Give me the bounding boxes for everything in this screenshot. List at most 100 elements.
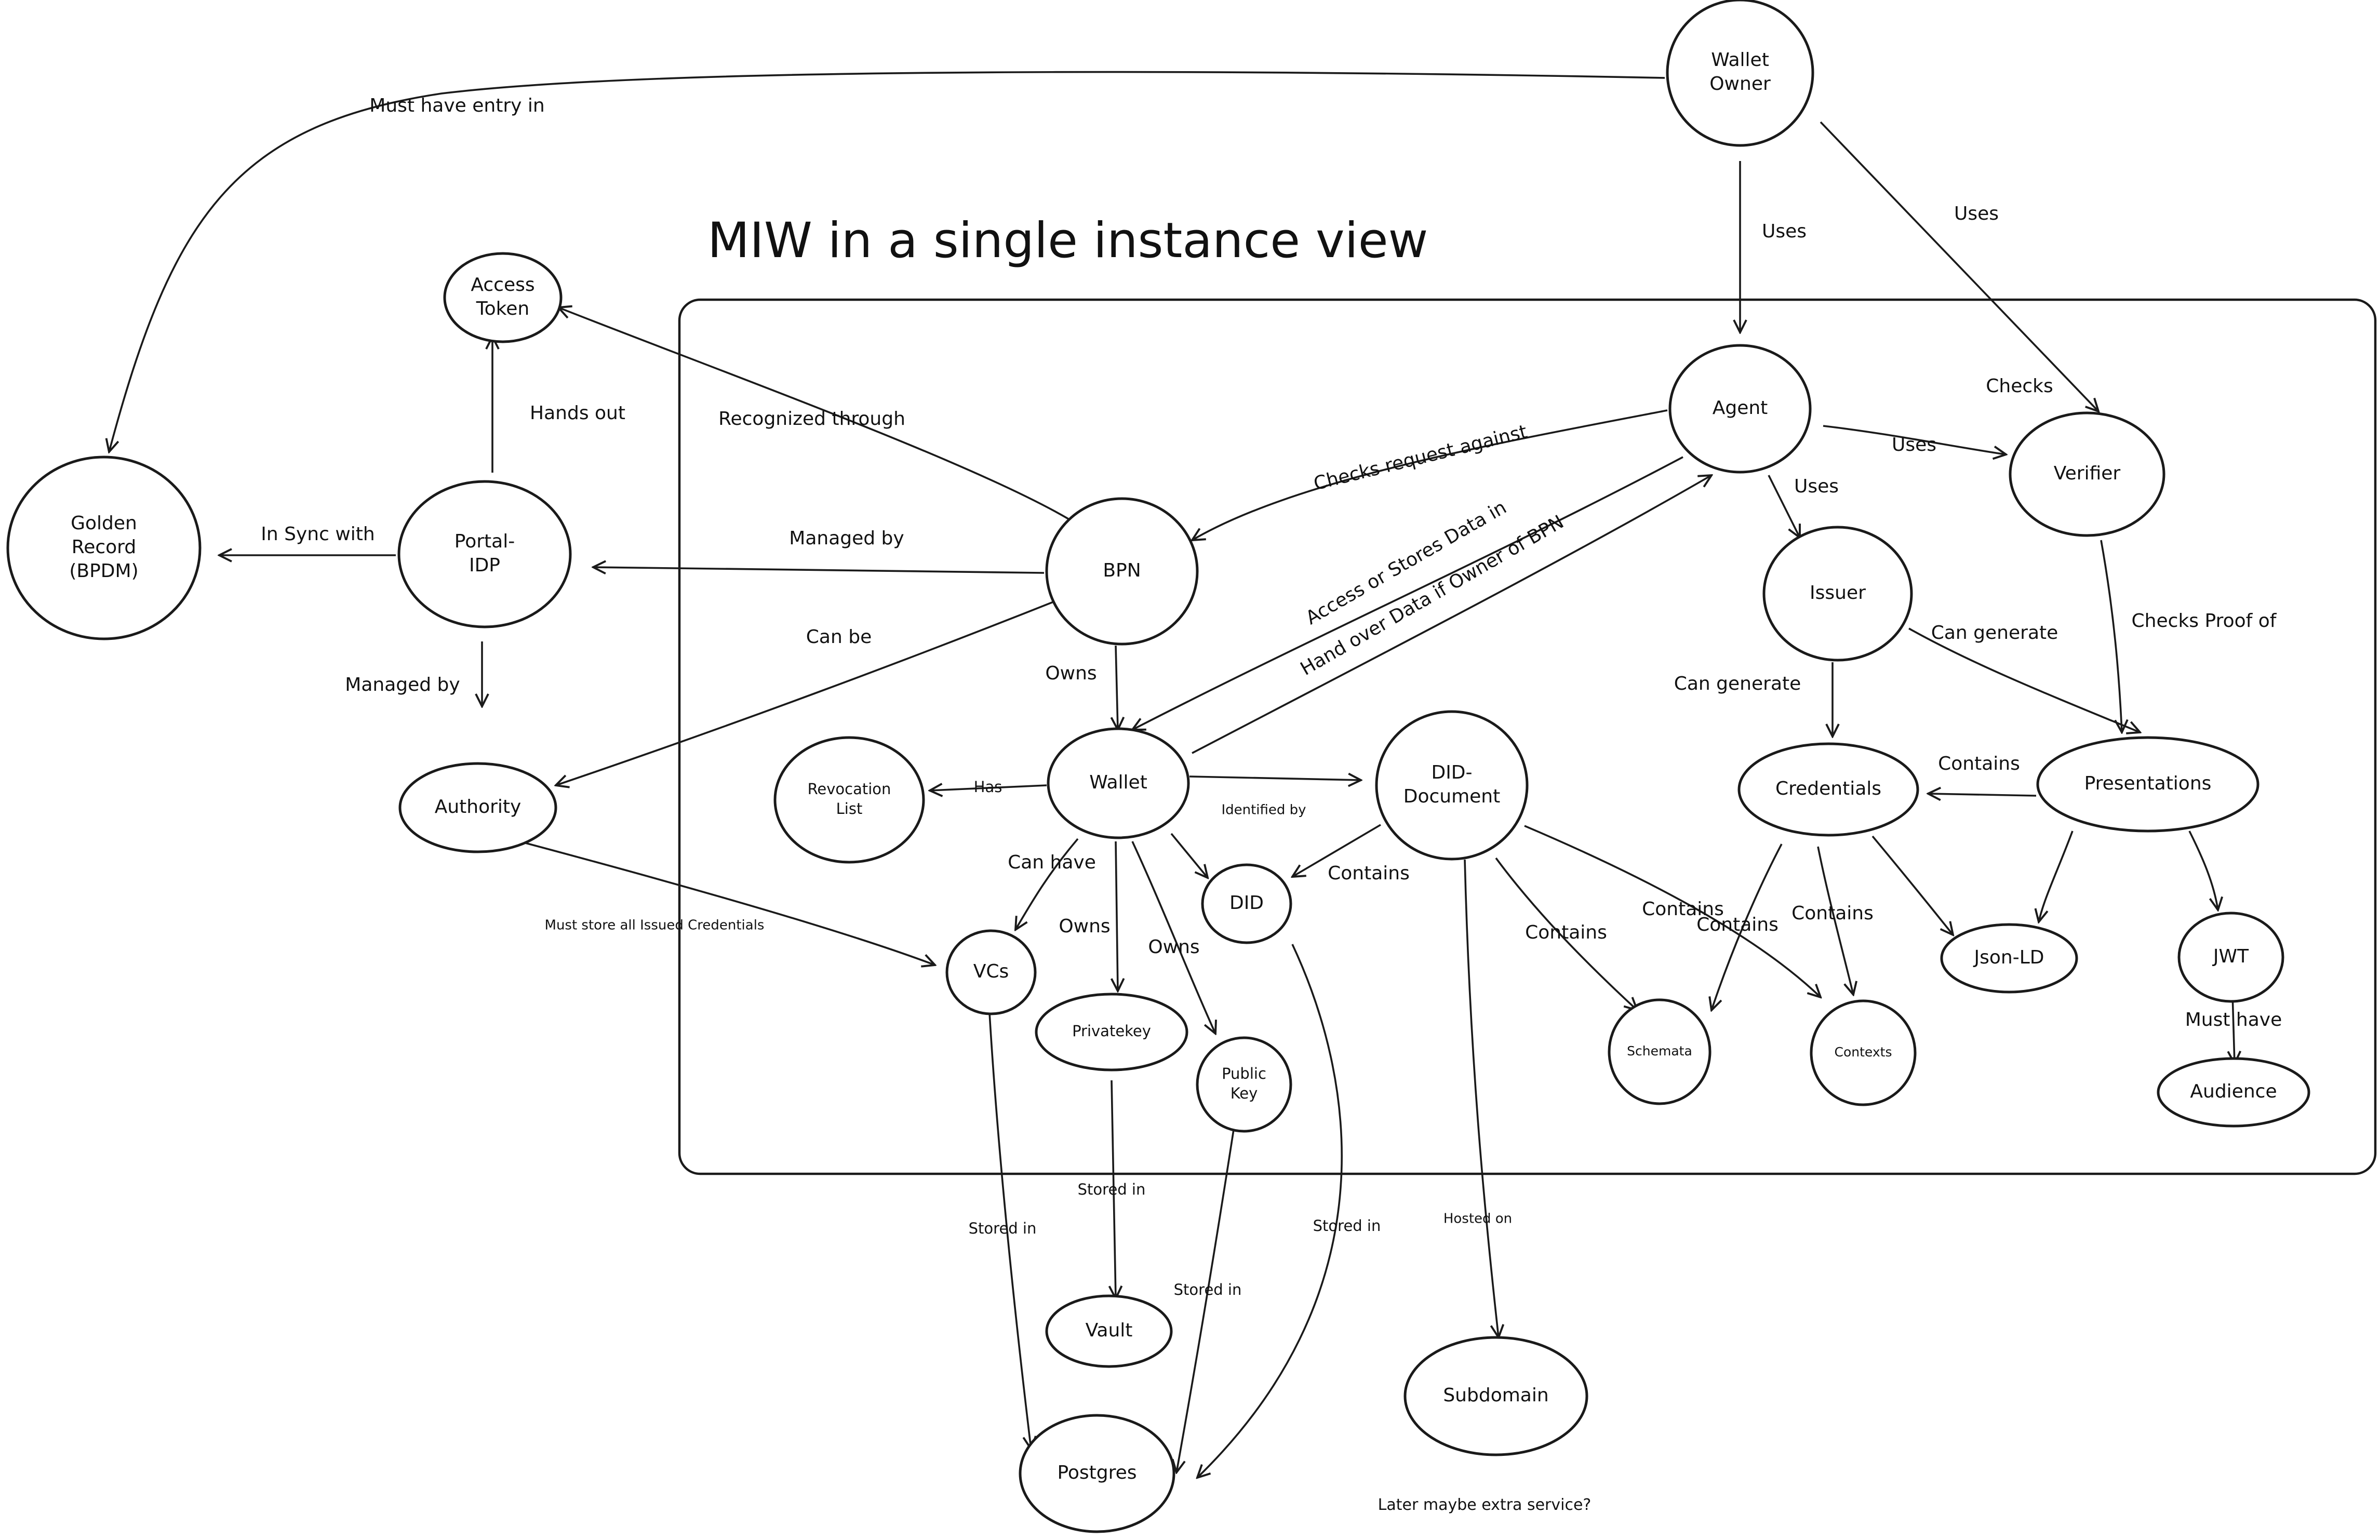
wallet-owner-label-line: Wallet	[1711, 49, 1769, 71]
label-hands-out: Hands out	[530, 403, 625, 424]
edge-authority-vcs	[519, 840, 935, 965]
label-uses-agent-issuer: Uses	[1794, 476, 1839, 497]
edge-bpn-authority	[556, 595, 1068, 785]
node-postgres[interactable]: Postgres	[1019, 1414, 1175, 1533]
edge-bpn-portal	[593, 567, 1045, 573]
node-portal-idp[interactable]: Portal-IDP	[397, 480, 572, 628]
node-jwt[interactable]: JWT	[2177, 912, 2284, 1003]
edge-owner-golden-record	[109, 71, 1665, 452]
audience-label-line: Audience	[2190, 1081, 2277, 1102]
did-document-label-line: DID-	[1431, 762, 1472, 783]
label-hosted-on: Hosted on	[1443, 1211, 1512, 1227]
label-can-have: Can have	[1008, 852, 1096, 873]
node-issuer[interactable]: Issuer	[1762, 526, 1913, 662]
edge-verifier-presentations	[2100, 540, 2122, 732]
node-credentials[interactable]: Credentials	[1737, 742, 1919, 837]
vault-label-line: Vault	[1086, 1320, 1133, 1341]
node-wallet[interactable]: Wallet	[1047, 727, 1190, 839]
label-checks: Checks	[1986, 376, 2053, 397]
edge-vcs-postgres	[988, 1012, 1031, 1449]
label-uses-owner-agent: Uses	[1762, 221, 1807, 242]
revocation-list-label-line: Revocation	[808, 780, 891, 798]
authority-label-line: Authority	[435, 796, 522, 818]
edge-wallet-did-document	[1189, 776, 1361, 780]
label-identified-by: Identified by	[1221, 802, 1306, 818]
contexts-label-line: Contexts	[1835, 1044, 1892, 1060]
node-did[interactable]: DID	[1201, 863, 1292, 944]
presentations-label-line: Presentations	[2084, 773, 2212, 794]
golden-record-label-line: Record	[72, 537, 136, 558]
future-service-note: Later maybe extra service?	[1378, 1496, 1592, 1514]
credentials-label-line: Credentials	[1775, 778, 1881, 799]
node-json-ld[interactable]: Json-LD	[1940, 923, 2078, 994]
edge-public-key-postgres	[1176, 1129, 1235, 1472]
node-subdomain[interactable]: Subdomain	[1403, 1336, 1588, 1456]
label-can-generate-presentations: Can generate	[1931, 622, 2058, 644]
wallet-owner-label-line: Owner	[1709, 73, 1771, 95]
label-can-generate-credentials: Can generate	[1674, 673, 1801, 694]
label-owns-privatekey: Owns	[1059, 916, 1110, 937]
privatekey-label-line: Privatekey	[1072, 1022, 1151, 1040]
edge-wallet-vcs	[1015, 838, 1079, 930]
label-can-be: Can be	[806, 626, 872, 648]
edge-layer	[109, 71, 2235, 1478]
edge-did-document-did	[1292, 824, 1381, 877]
edge-presentations-credentials	[1928, 794, 2037, 796]
did-label-line: DID	[1229, 892, 1264, 914]
label-contains-cred-contexts: Contains	[1791, 903, 1874, 924]
edge-wallet-did	[1170, 833, 1208, 878]
label-in-sync-with: In Sync with	[261, 524, 375, 545]
label-owns-public-key: Owns	[1148, 936, 1199, 958]
node-presentations[interactable]: Presentations	[2036, 736, 2259, 833]
label-checks-request-against: Checks request against	[1312, 421, 1529, 495]
node-vault[interactable]: Vault	[1045, 1294, 1173, 1368]
edge-agent-issuer	[1768, 475, 1800, 538]
portal-idp-label-line: Portal-	[454, 531, 515, 552]
label-contains-diddoc-schemata: Contains	[1525, 922, 1607, 943]
access-token-label-line: Token	[476, 298, 529, 319]
node-verifier[interactable]: Verifier	[2009, 411, 2165, 537]
label-uses-owner-verifier: Uses	[1954, 203, 1999, 224]
label-managed-by-bpn: Managed by	[789, 528, 904, 549]
label-stored-in-vcs: Stored in	[969, 1220, 1037, 1237]
edge-bpn-access-token	[558, 307, 1078, 526]
label-has: Has	[974, 778, 1002, 796]
edge-presentations-jwt	[2188, 831, 2218, 910]
edge-did-postgres	[1197, 944, 1343, 1478]
agent-label-line: Agent	[1713, 397, 1768, 419]
diagram-title: MIW in a single instance view	[707, 212, 1428, 269]
verifier-label-line: Verifier	[2054, 463, 2121, 484]
label-checks-proof-of: Checks Proof of	[2132, 610, 2277, 632]
node-contexts[interactable]: Contexts	[1810, 999, 1917, 1106]
schemata-label-line: Schemata	[1627, 1043, 1692, 1059]
node-bpn[interactable]: BPN	[1045, 497, 1199, 646]
node-did-document[interactable]: DID-Document	[1375, 710, 1529, 861]
subdomain-label-line: Subdomain	[1443, 1385, 1548, 1406]
access-token-label-line: Access	[471, 274, 534, 296]
node-privatekey[interactable]: Privatekey	[1035, 993, 1188, 1072]
edge-agent-wallet	[1132, 456, 1683, 730]
jwt-label-line: JWT	[2212, 946, 2249, 967]
edge-credentials-schemata	[1712, 843, 1783, 1010]
node-agent[interactable]: Agent	[1668, 344, 1812, 474]
public-key-label-line: Key	[1231, 1084, 1258, 1102]
node-vcs[interactable]: VCs	[945, 929, 1037, 1015]
label-stored-in-public-key: Stored in	[1174, 1281, 1242, 1298]
json-ld-label-line: Json-LD	[1973, 947, 2044, 968]
issuer-label-line: Issuer	[1810, 582, 1866, 604]
instance-boundary	[678, 298, 2377, 1175]
node-authority[interactable]: Authority	[398, 762, 557, 853]
edge-agent-verifier	[1823, 425, 2006, 454]
edge-wallet-privatekey	[1116, 841, 1118, 991]
label-stored-in-vault: Stored in	[1078, 1181, 1146, 1198]
node-audience[interactable]: Audience	[2157, 1057, 2310, 1128]
edge-agent-bpn	[1192, 409, 1668, 540]
node-schemata[interactable]: Schemata	[1608, 998, 1712, 1105]
bpn-label-line: BPN	[1103, 560, 1141, 581]
public-key-label-line: Public	[1222, 1065, 1266, 1082]
